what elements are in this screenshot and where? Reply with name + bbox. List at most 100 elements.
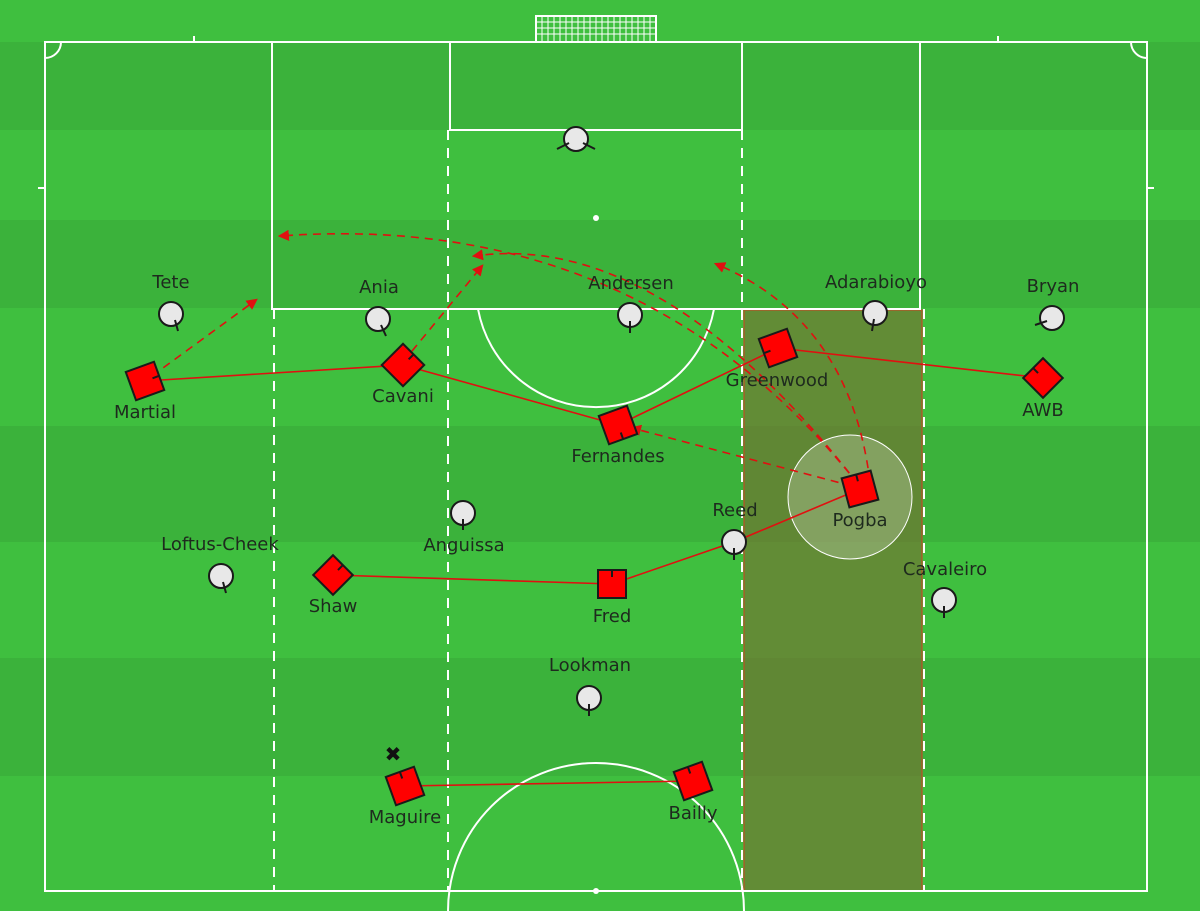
passing-links xyxy=(144,347,1044,787)
centre-spot xyxy=(593,888,599,894)
white-player-anguissa[interactable] xyxy=(450,500,476,530)
orientation-tick xyxy=(337,564,344,571)
red-player-greenwood[interactable] xyxy=(757,327,799,369)
player-labels: Martial Cavani Fernandes Greenwood AWB P… xyxy=(114,272,1079,828)
red-player-martial[interactable] xyxy=(124,360,166,402)
centre-circle xyxy=(447,762,745,911)
player-label: Ania xyxy=(359,277,399,298)
player-label: Bryan xyxy=(1027,276,1080,297)
player-marker xyxy=(597,404,639,446)
player-label: Martial xyxy=(114,402,176,423)
orientation-tick xyxy=(871,318,875,332)
grass-stripe xyxy=(0,220,1200,308)
orientation-tick xyxy=(1034,320,1048,326)
white-player-goalkeeper[interactable] xyxy=(556,126,596,152)
orientation-tick xyxy=(407,353,415,361)
player-label: Andersen xyxy=(588,273,673,294)
pass-link-greenwood-awb xyxy=(777,347,1044,379)
red-player-fred[interactable] xyxy=(597,569,627,599)
red-player-awb[interactable] xyxy=(1021,356,1065,400)
player-label: Tete xyxy=(151,272,189,293)
player-label: Fernandes xyxy=(571,446,664,467)
pass-link-cavani-fernandes xyxy=(402,364,619,426)
red-player-pogba[interactable] xyxy=(840,469,880,509)
white-player-cavaleiro[interactable] xyxy=(931,587,957,618)
white-player-andersen[interactable] xyxy=(617,302,643,333)
grass-stripe xyxy=(0,542,1200,658)
pass-link-fernandes-greenwood xyxy=(617,347,779,426)
pass-arrow xyxy=(277,229,859,485)
player-marker xyxy=(365,306,391,332)
white-player-reed[interactable] xyxy=(721,529,747,560)
orientation-tick xyxy=(619,432,625,440)
orientation-tick xyxy=(222,581,227,594)
corner-arc-right xyxy=(1130,41,1148,59)
pass-link-reed-pogba xyxy=(733,488,861,543)
penalty-arc xyxy=(477,308,715,409)
pass-arrow xyxy=(629,424,853,487)
pass-arrow xyxy=(713,262,871,483)
player-label: Cavaleiro xyxy=(903,559,987,580)
movement-arrows xyxy=(151,229,871,487)
orientation-tick xyxy=(763,349,771,355)
white-player-bryan[interactable] xyxy=(1034,305,1065,331)
orientation-tick xyxy=(174,319,179,332)
grass-stripe xyxy=(0,426,1200,542)
player-label: Lookman xyxy=(549,655,631,676)
goal-mesh xyxy=(536,16,656,42)
grass-stripe xyxy=(0,308,1200,426)
white-team xyxy=(158,126,1065,716)
arm-tick xyxy=(582,142,596,150)
pass-arrow xyxy=(471,249,859,485)
white-player-adarabioyo[interactable] xyxy=(862,300,888,332)
player-marker xyxy=(563,126,589,152)
red-player-cavani[interactable] xyxy=(380,342,426,388)
player-label: AWB xyxy=(1022,400,1063,421)
player-label: Anguissa xyxy=(423,535,504,556)
red-team xyxy=(124,327,1065,807)
player-marker xyxy=(208,563,234,589)
player-label: Cavani xyxy=(372,386,434,407)
orientation-tick xyxy=(380,324,387,337)
orientation-tick xyxy=(686,766,692,774)
player-marker xyxy=(1039,305,1065,331)
orientation-tick xyxy=(855,474,859,482)
red-player-fernandes[interactable] xyxy=(597,404,639,446)
player-marker xyxy=(757,327,799,369)
player-marker xyxy=(862,300,888,326)
orientation-tick xyxy=(152,374,160,380)
white-player-lookman[interactable] xyxy=(576,685,602,716)
player-marker xyxy=(1021,356,1065,400)
pass-link-fred-reed xyxy=(611,541,735,585)
grass-stripe xyxy=(0,0,1200,42)
player-label: Fred xyxy=(593,606,632,627)
orientation-tick xyxy=(398,771,404,779)
pass-link-shaw-fred xyxy=(332,574,613,585)
goal-net xyxy=(535,15,657,43)
player-label: Shaw xyxy=(309,596,358,617)
player-label: Pogba xyxy=(832,510,887,531)
red-player-shaw[interactable] xyxy=(311,553,355,597)
penalty-spot xyxy=(593,215,599,221)
grass-stripe xyxy=(0,776,1200,911)
red-player-bailly[interactable] xyxy=(672,760,714,802)
player-label: Maguire xyxy=(369,807,441,828)
grass-stripe xyxy=(0,42,1200,130)
grass-stripe xyxy=(0,658,1200,776)
white-player-loftus-cheek[interactable] xyxy=(208,563,234,594)
player-marker xyxy=(672,760,714,802)
player-marker xyxy=(384,765,426,807)
player-marker xyxy=(158,301,184,327)
corner-arc-left xyxy=(44,41,62,59)
red-player-maguire[interactable] xyxy=(384,765,426,807)
run-arrow xyxy=(402,264,484,363)
grass-stripe xyxy=(0,130,1200,220)
player-label: Reed xyxy=(712,500,757,521)
pass-link-maguire-bailly xyxy=(404,780,694,787)
highlighted-zone xyxy=(743,309,923,892)
white-player-tete[interactable] xyxy=(158,301,184,332)
white-player-ania[interactable] xyxy=(365,306,391,337)
orientation-tick xyxy=(1032,367,1039,374)
cross-marker: ✖ xyxy=(385,742,402,766)
player-label: Adarabioyo xyxy=(825,272,927,293)
